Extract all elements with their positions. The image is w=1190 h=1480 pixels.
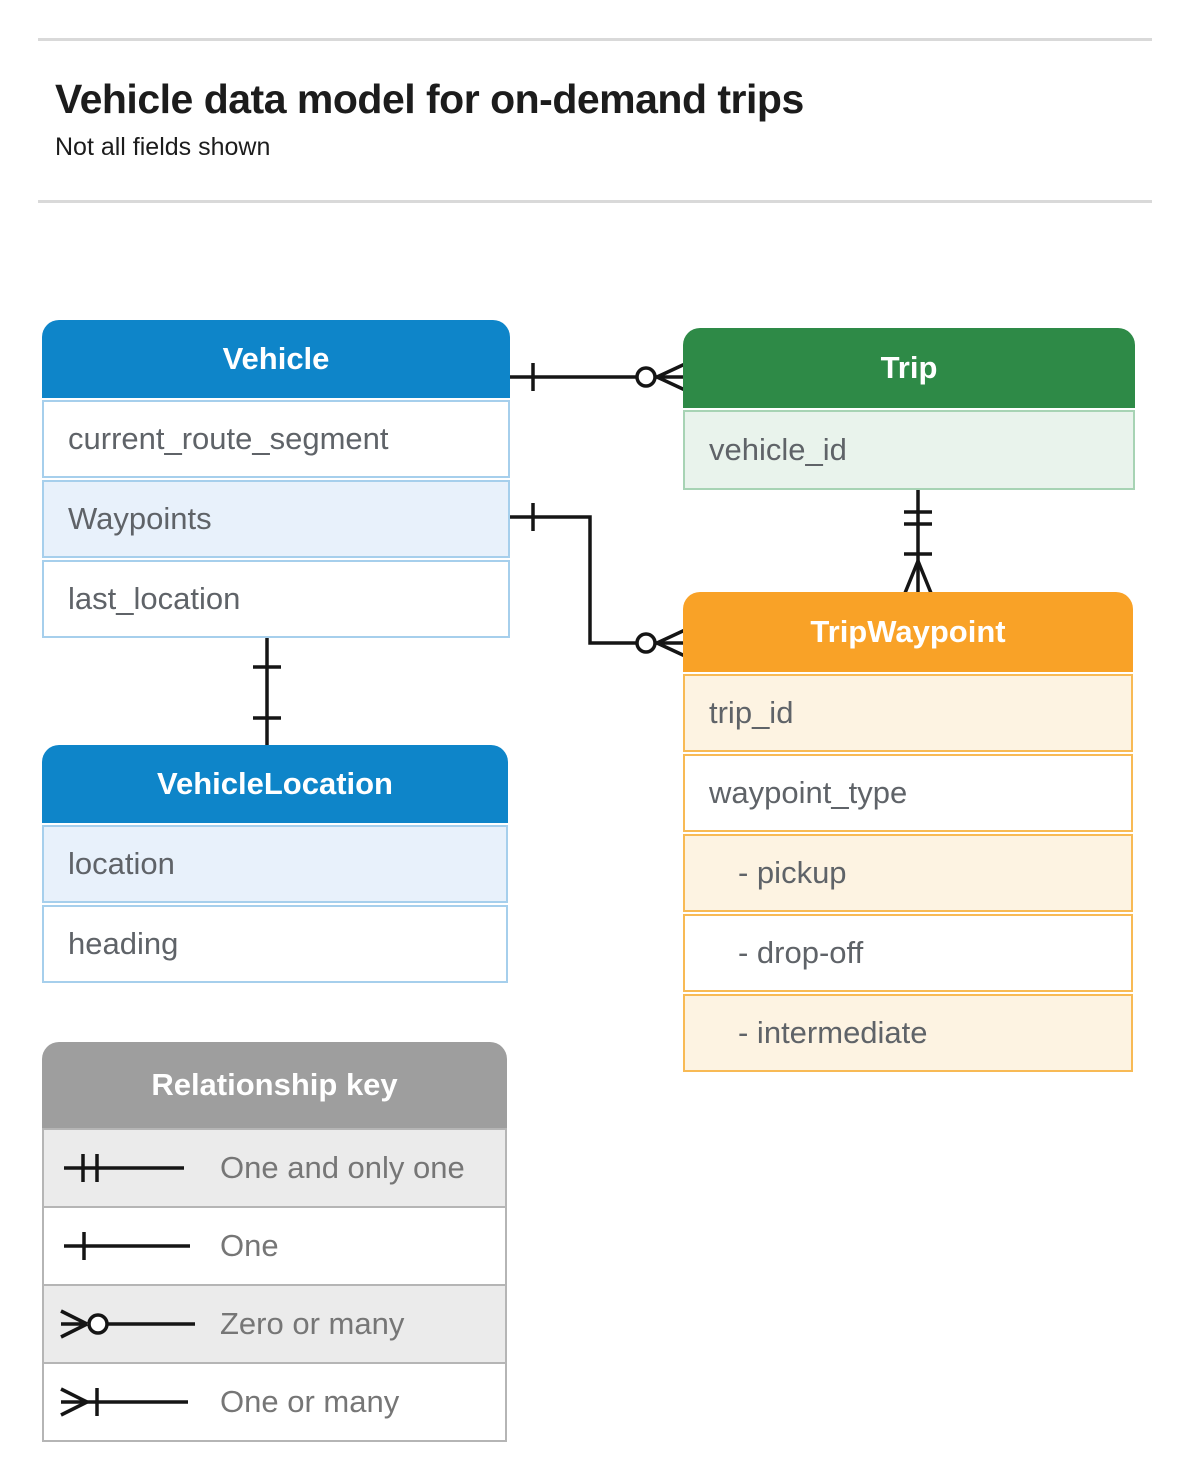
key-label: One or many [220,1384,400,1419]
connector-trip-tripwaypoint [903,488,933,594]
entity-tripwaypoint-header: TripWaypoint [683,592,1133,672]
enum-intermediate: - intermediate [683,994,1133,1072]
entity-trip-header: Trip [683,328,1135,408]
field-location: location [42,825,508,903]
entity-tripwaypoint: TripWaypoint trip_id waypoint_type - pic… [683,592,1133,1072]
field-current-route-segment: current_route_segment [42,400,510,478]
entity-vehiclelocation: VehicleLocation location heading [42,745,508,983]
field-trip-id: trip_id [683,674,1133,752]
page-title: Vehicle data model for on-demand trips [55,76,804,122]
key-label: Zero or many [220,1306,405,1341]
key-row-one-and-only-one: One and only one [42,1128,507,1208]
key-label: One [220,1228,279,1263]
entity-vehiclelocation-header: VehicleLocation [42,745,508,823]
field-waypoint-type: waypoint_type [683,754,1133,832]
entity-vehicle-header: Vehicle [42,320,510,398]
key-row-one: One [42,1206,507,1286]
enum-drop-off: - drop-off [683,914,1133,992]
page-subtitle: Not all fields shown [55,133,271,161]
one-icon [64,1232,190,1260]
top-divider [38,38,1152,41]
connector-waypoints-tripwaypoint [506,503,686,658]
relationship-key: Relationship key One and only one One Ze… [42,1042,507,1442]
relationship-key-header: Relationship key [42,1042,507,1128]
key-label: One and only one [220,1150,465,1185]
entity-trip: Trip vehicle_id [683,328,1135,490]
field-vehicle-id: vehicle_id [683,410,1135,490]
one-and-only-one-icon [64,1154,184,1182]
zero-or-many-icon [60,1309,195,1339]
key-row-zero-or-many: Zero or many [42,1284,507,1364]
connector-vehicle-vehiclelocation [253,636,281,747]
enum-pickup: - pickup [683,834,1133,912]
title-divider [38,200,1152,203]
one-or-many-icon [60,1387,188,1417]
connector-vehicle-trip [506,362,686,392]
field-last-location: last_location [42,560,510,638]
entity-vehicle: Vehicle current_route_segment Waypoints … [42,320,510,638]
key-row-one-or-many: One or many [42,1362,507,1442]
field-waypoints: Waypoints [42,480,510,558]
field-heading: heading [42,905,508,983]
